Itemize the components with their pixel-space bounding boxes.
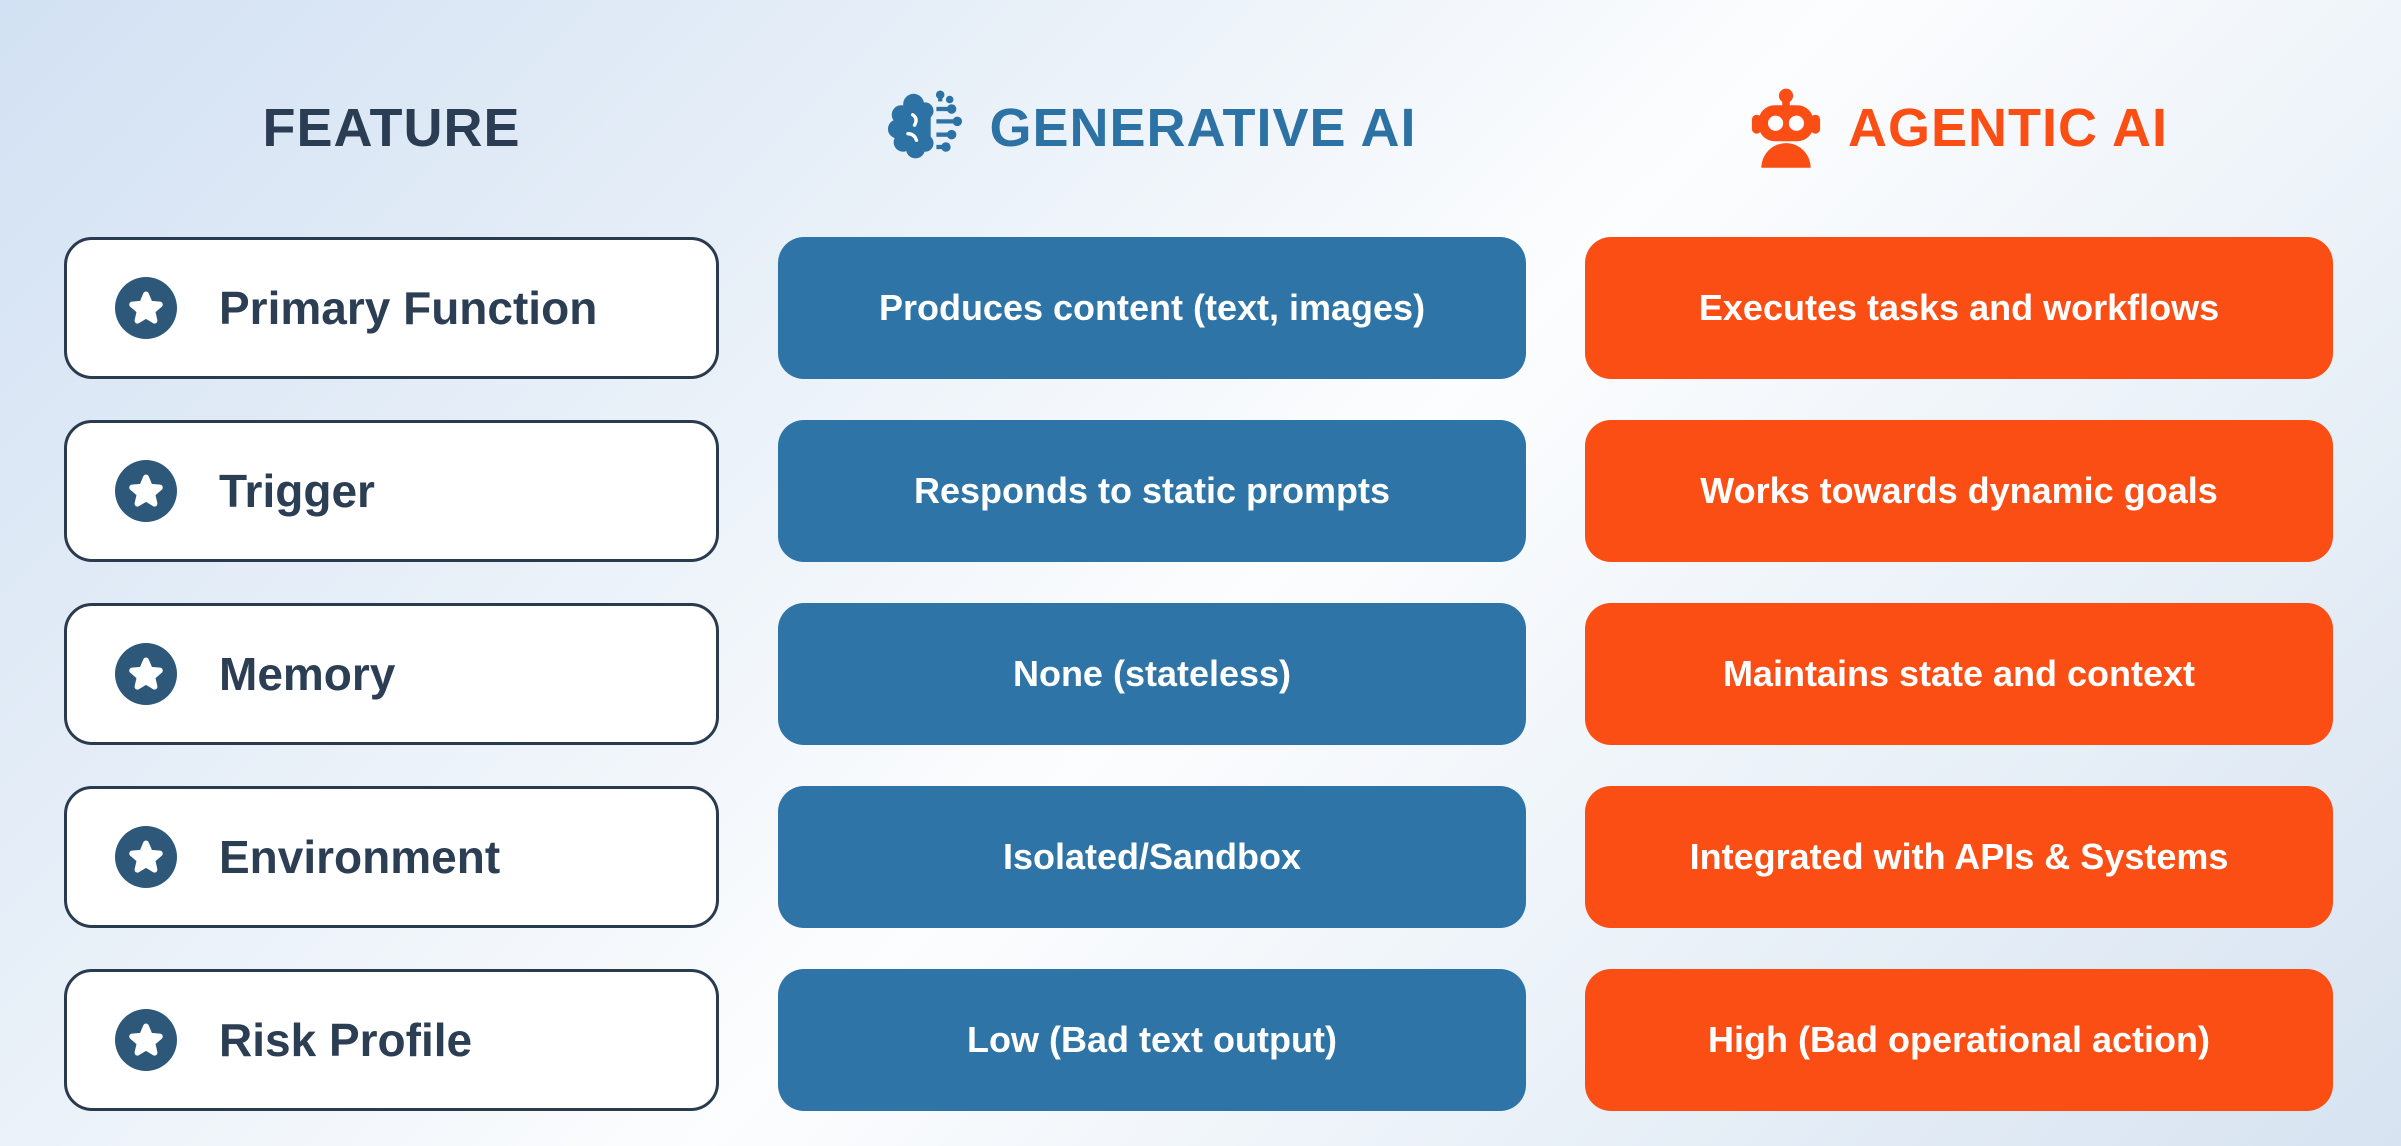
agentic-column-header: AGENTIC AI bbox=[1585, 88, 2333, 168]
feature-name: Environment bbox=[219, 831, 501, 883]
agentic-value-cell: High (Bad operational action) bbox=[1585, 969, 2333, 1111]
feature-column-header: FEATURE bbox=[64, 97, 719, 159]
brain-circuit-icon bbox=[887, 90, 963, 166]
rows-container: Primary Function Produces content (text,… bbox=[64, 237, 2333, 1111]
generative-value-cell: Low (Bad text output) bbox=[778, 969, 1526, 1111]
feature-name: Primary Function bbox=[219, 282, 598, 334]
header-row: FEATURE bbox=[64, 60, 2333, 196]
table-row: Memory None (stateless) Maintains state … bbox=[64, 603, 2333, 745]
generative-value-cell: None (stateless) bbox=[778, 603, 1526, 745]
generative-value-cell: Responds to static prompts bbox=[778, 420, 1526, 562]
star-icon bbox=[115, 643, 177, 705]
star-icon bbox=[115, 460, 177, 522]
feature-card: Risk Profile bbox=[64, 969, 719, 1111]
robot-icon bbox=[1750, 88, 1822, 168]
feature-card: Primary Function bbox=[64, 237, 719, 379]
feature-card: Environment bbox=[64, 786, 719, 928]
feature-name: Trigger bbox=[219, 465, 375, 517]
table-row: Risk Profile Low (Bad text output) High … bbox=[64, 969, 2333, 1111]
table-row: Environment Isolated/Sandbox Integrated … bbox=[64, 786, 2333, 928]
agentic-value-cell: Works towards dynamic goals bbox=[1585, 420, 2333, 562]
feature-name: Risk Profile bbox=[219, 1014, 473, 1066]
generative-column-header: GENERATIVE AI bbox=[778, 90, 1526, 166]
table-row: Primary Function Produces content (text,… bbox=[64, 237, 2333, 379]
star-icon bbox=[115, 826, 177, 888]
generative-value-cell: Produces content (text, images) bbox=[778, 237, 1526, 379]
feature-card: Memory bbox=[64, 603, 719, 745]
feature-name: Memory bbox=[219, 648, 396, 700]
agentic-value-cell: Maintains state and context bbox=[1585, 603, 2333, 745]
star-icon bbox=[115, 277, 177, 339]
star-icon bbox=[115, 1009, 177, 1071]
agentic-value-cell: Integrated with APIs & Systems bbox=[1585, 786, 2333, 928]
generative-value-cell: Isolated/Sandbox bbox=[778, 786, 1526, 928]
feature-column-title: FEATURE bbox=[262, 98, 521, 158]
generative-column-title: GENERATIVE AI bbox=[989, 98, 1417, 158]
agentic-value-cell: Executes tasks and workflows bbox=[1585, 237, 2333, 379]
agentic-column-title: AGENTIC AI bbox=[1848, 98, 2168, 158]
table-row: Trigger Responds to static prompts Works… bbox=[64, 420, 2333, 562]
feature-card: Trigger bbox=[64, 420, 719, 562]
